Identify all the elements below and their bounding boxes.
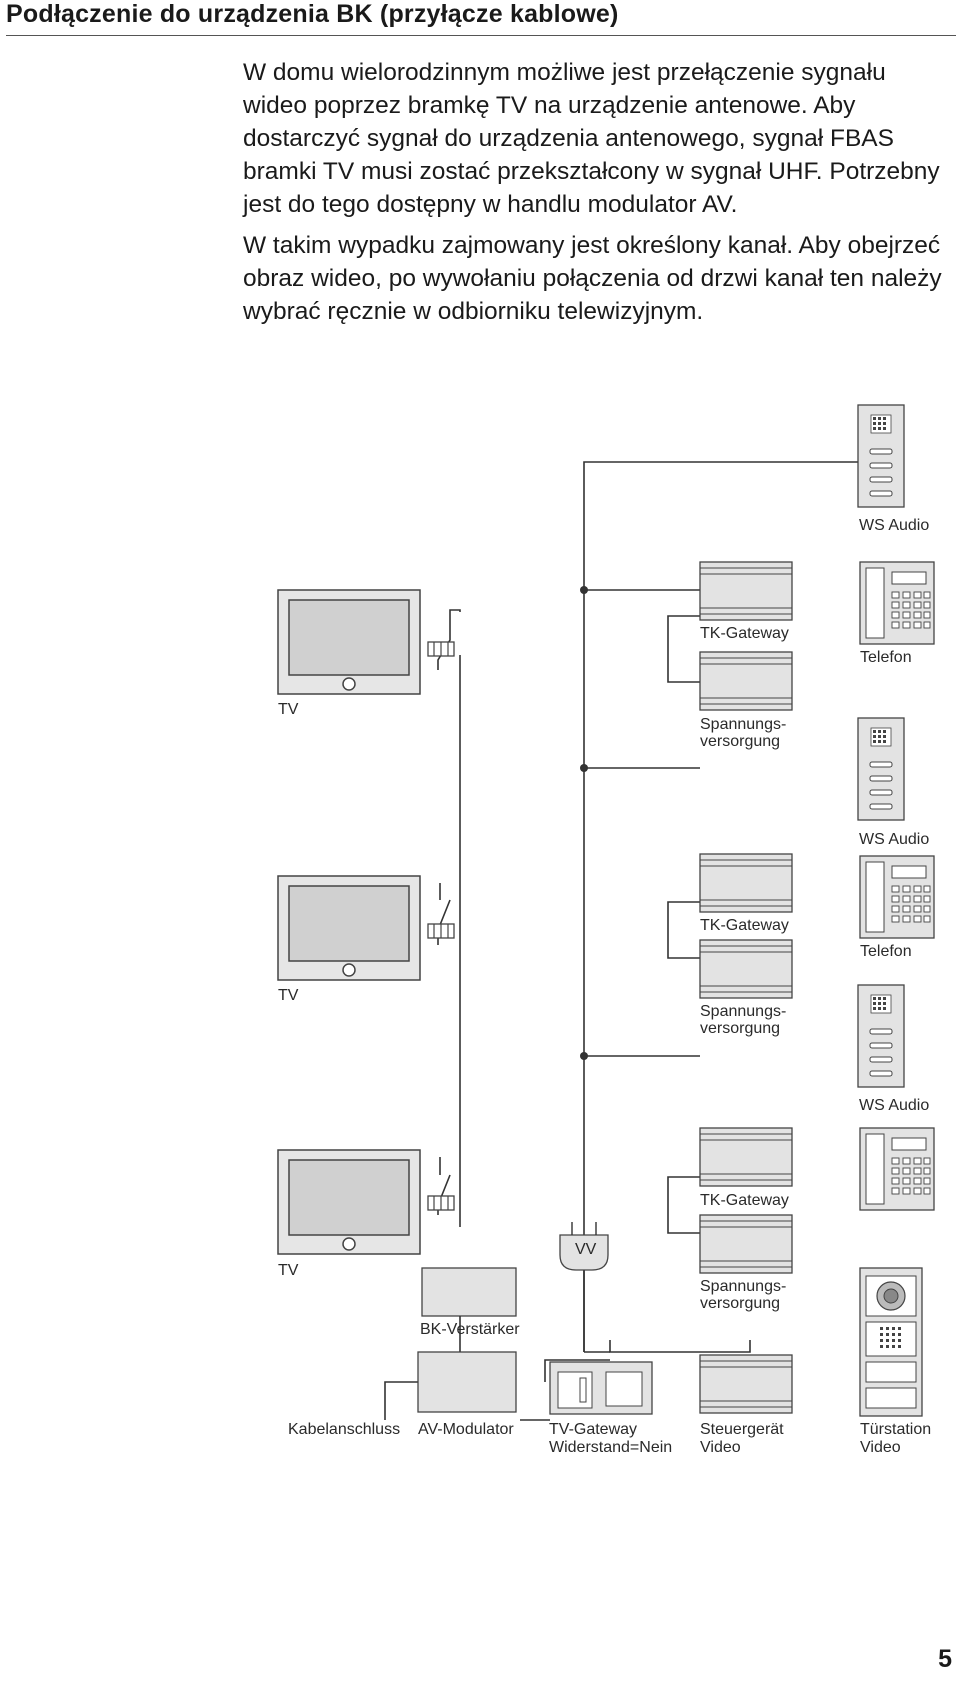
- tv-gateway-label: Widerstand=Nein: [549, 1439, 672, 1456]
- tv-gateway-icon: [549, 1361, 653, 1415]
- paragraph: W domu wielorodzinnym możliwe jest przeł…: [243, 59, 940, 218]
- paragraph: W takim wypadku zajmowany jest określony…: [243, 232, 942, 325]
- tv-label: TV: [278, 987, 299, 1004]
- power-supply-icon: [699, 1214, 793, 1274]
- floor-1: [277, 404, 935, 711]
- tv-label: TV: [278, 1262, 299, 1279]
- page-title: Podłączenie do urządzenia BK (przyłącze …: [6, 0, 619, 28]
- power-supply-label: Spannungs-: [700, 716, 786, 733]
- antenna-plug-icon: [427, 923, 455, 939]
- antenna-plug-icon: [427, 641, 455, 657]
- power-supply-label: Spannungs-: [700, 1278, 786, 1295]
- tk-gateway-icon: [699, 1127, 793, 1187]
- page-number: 5: [938, 1645, 952, 1673]
- bk-amplifier-label: BK-Verstärker: [420, 1321, 520, 1338]
- telephone-icon: [859, 561, 935, 645]
- ws-audio-label: WS Audio: [859, 831, 929, 848]
- tv-label: TV: [278, 701, 299, 718]
- antenna-plug-icon: [427, 1195, 455, 1211]
- power-supply-label: versorgung: [700, 1295, 780, 1312]
- av-modulator-label: AV-Modulator: [418, 1421, 514, 1438]
- door-station-icon: [859, 1267, 923, 1417]
- control-unit-icon: [699, 1354, 793, 1414]
- power-supply-label: Spannungs-: [700, 1003, 786, 1020]
- telephone-icon: [859, 1127, 935, 1211]
- power-supply-label: versorgung: [700, 1020, 780, 1037]
- tv-icon: [277, 589, 421, 695]
- vv-distributor-icon: [559, 1222, 609, 1271]
- tk-gateway-icon: [699, 561, 793, 621]
- telephone-icon: [859, 855, 935, 939]
- tv-icon: [277, 875, 421, 981]
- power-supply-icon: [699, 939, 793, 999]
- power-supply-icon: [699, 651, 793, 711]
- body-text: W domu wielorodzinnym możliwe jest przeł…: [243, 56, 955, 336]
- tk-gateway-label: TK-Gateway: [700, 625, 789, 642]
- door-station-label: Video: [860, 1439, 901, 1456]
- ws-audio-label: WS Audio: [859, 517, 929, 534]
- floor-3: [277, 984, 935, 1274]
- junction-dots: [580, 586, 588, 1060]
- bk-amplifier-icon: [421, 1267, 517, 1317]
- telephone-label: Telefon: [860, 649, 912, 666]
- av-modulator-icon: [417, 1351, 517, 1413]
- cable-connection-label: Kabelanschluss: [288, 1421, 400, 1438]
- vv-label: VV: [575, 1241, 597, 1258]
- power-supply-label: versorgung: [700, 733, 780, 750]
- tk-gateway-icon: [699, 853, 793, 913]
- door-station-label: Türstation: [860, 1421, 931, 1438]
- ws-audio-icon: [857, 717, 905, 821]
- floor-2: [277, 717, 935, 999]
- title-divider: [6, 35, 956, 36]
- tk-gateway-label: TK-Gateway: [700, 1192, 789, 1209]
- ws-audio-icon: [857, 404, 905, 508]
- tv-icon: [277, 1149, 421, 1255]
- tv-gateway-label: TV-Gateway: [549, 1421, 637, 1438]
- ws-audio-label: WS Audio: [859, 1097, 929, 1114]
- ws-audio-icon: [857, 984, 905, 1088]
- tk-gateway-label: TK-Gateway: [700, 917, 789, 934]
- control-unit-label: Video: [700, 1439, 741, 1456]
- control-unit-label: Steuergerät: [700, 1421, 784, 1438]
- telephone-label: Telefon: [860, 943, 912, 960]
